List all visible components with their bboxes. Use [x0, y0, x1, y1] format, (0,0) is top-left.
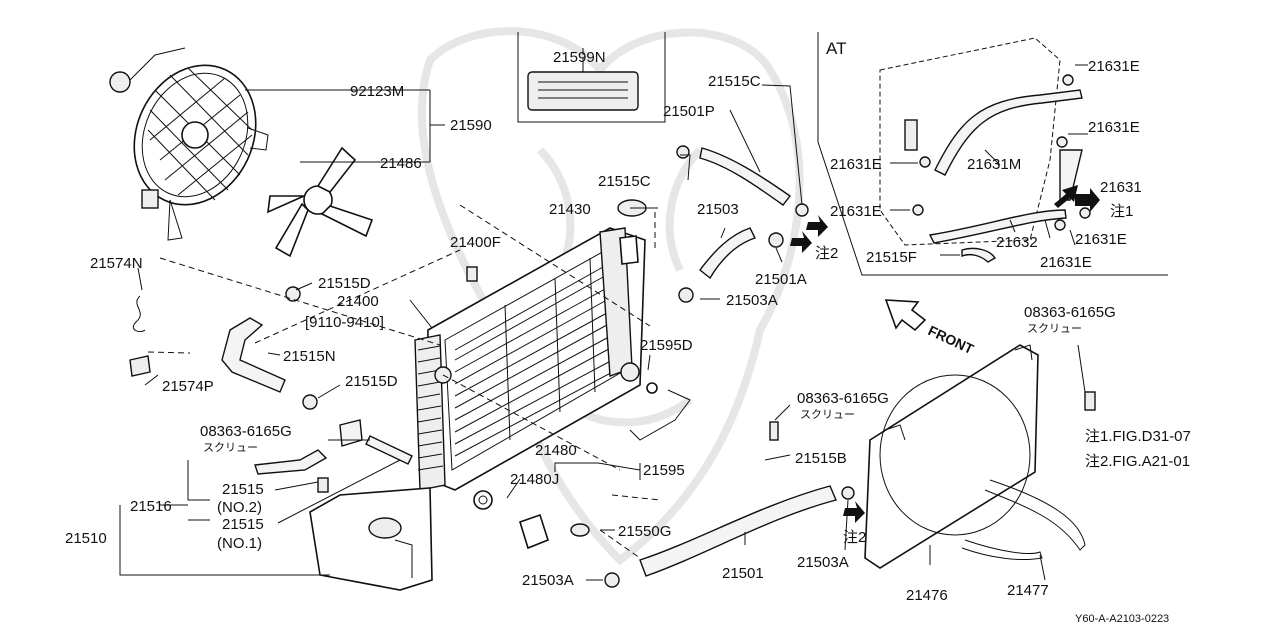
label-21631E-3: 21631E [830, 156, 882, 173]
note-arrow [806, 215, 828, 237]
label-21631E-6: 21631E [1040, 254, 1092, 271]
label-21515C-top: 21515C [708, 73, 761, 90]
label-08363-mid: 08363-6165G [797, 390, 889, 407]
label-screw-right: スクリュー [1027, 322, 1082, 335]
label-21631E-2: 21631E [1088, 119, 1140, 136]
label-21515F: 21515F [866, 249, 917, 266]
label-21631: 21631 [1100, 179, 1142, 196]
front-arrow [884, 299, 927, 332]
label-21400-range: [9110-9410] [305, 314, 384, 331]
fan-motor-assembly [109, 64, 269, 241]
label-21550G: 21550G [618, 523, 671, 540]
label-at: AT [826, 39, 846, 58]
radiator-core [414, 227, 646, 491]
label-note1-at: 注1 [1110, 203, 1133, 220]
label-21631E-1: 21631E [1088, 58, 1140, 75]
label-note2-at: 注2 [815, 245, 838, 262]
label-screw-left: スクリュー [203, 441, 258, 454]
label-21503A-mid: 21503A [726, 292, 778, 309]
label-21574P: 21574P [162, 378, 214, 395]
label-screw-mid: スクリュー [800, 408, 855, 421]
label-note1-text: 注1.FIG.D31-07 [1085, 428, 1191, 445]
label-92123M: 92123M [350, 83, 404, 100]
label-plate-box [517, 32, 666, 123]
label-21503A-low: 21503A [522, 572, 574, 589]
label-21515D-top: 21515D [318, 275, 371, 292]
note-arrow [843, 501, 865, 523]
label-21476: 21476 [906, 587, 948, 604]
at-section [817, 32, 1168, 276]
label-08363-left: 08363-6165G [200, 423, 292, 440]
label-21590: 21590 [450, 117, 492, 134]
label-note2-text: 注2.FIG.A21-01 [1085, 453, 1190, 470]
label-21515N: 21515N [283, 348, 336, 365]
label-21430: 21430 [549, 201, 591, 218]
label-21631E-4: 21631E [830, 203, 882, 220]
label-21503: 21503 [697, 201, 739, 218]
label-21501P: 21501P [663, 103, 715, 120]
label-note2-mark: 注2 [843, 529, 866, 546]
note-arrow [790, 231, 812, 253]
label-21400: 21400 [337, 293, 379, 310]
label-21631E-5: 21631E [1075, 231, 1127, 248]
label-21515B: 21515B [795, 450, 847, 467]
label-21631M: 21631M [967, 156, 1021, 173]
label-21515-no2: 21515 [222, 481, 264, 498]
label-21480J: 21480J [510, 471, 559, 488]
fan-shroud [864, 344, 1086, 569]
label-21515-no1: 21515 [222, 516, 264, 533]
label-no2: (NO.2) [217, 499, 262, 516]
label-21480: 21480 [535, 442, 577, 459]
fan-blade [267, 146, 374, 258]
label-21515C-mid: 21515C [598, 173, 651, 190]
label-21477: 21477 [1007, 582, 1049, 599]
label-21595D: 21595D [640, 337, 693, 354]
label-21400F: 21400F [450, 234, 501, 251]
label-21515D-low: 21515D [345, 373, 398, 390]
label-front: FRONT [926, 322, 977, 357]
label-21510: 21510 [65, 530, 107, 547]
label-21574N: 21574N [90, 255, 143, 272]
label-08363-right: 08363-6165G [1024, 304, 1116, 321]
label-no1: (NO.1) [217, 535, 262, 552]
hoses [129, 147, 837, 577]
label-21486: 21486 [380, 155, 422, 172]
label-21501A: 21501A [755, 271, 807, 288]
label-21503A-right: 21503A [797, 554, 849, 571]
label-21501: 21501 [722, 565, 764, 582]
label-21632: 21632 [996, 234, 1038, 251]
label-ref-code: Y60-A-A2103-0223 [1075, 613, 1169, 625]
label-21599N: 21599N [553, 49, 606, 66]
label-21595: 21595 [643, 462, 685, 479]
label-21516: 21516 [130, 498, 172, 515]
